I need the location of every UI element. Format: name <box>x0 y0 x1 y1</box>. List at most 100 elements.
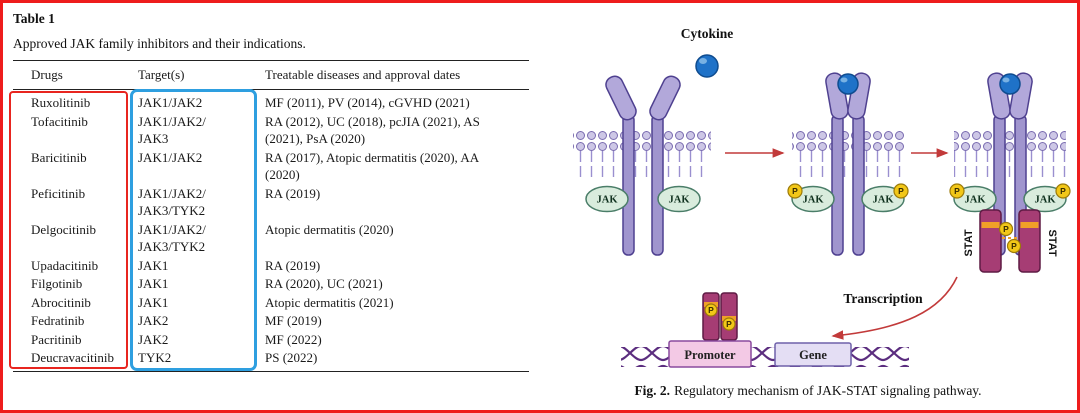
targets-cell: JAK1/JAK2/ JAK3 <box>138 113 206 147</box>
svg-text:JAK: JAK <box>803 195 825 206</box>
receptor-stalk <box>1014 114 1027 256</box>
diseases-cell: PS (2022) <box>258 349 529 372</box>
receptor-bulb <box>1009 72 1033 120</box>
svg-text:P: P <box>954 186 960 196</box>
svg-text:Promoter: Promoter <box>684 348 736 362</box>
drug-cell: Fedratinib <box>31 313 85 328</box>
membrane <box>792 131 904 177</box>
phosphate-badge: P <box>722 317 736 331</box>
table-row: Pacritinib JAK2 MF (2022) <box>13 331 529 350</box>
column-header-diseases: Treatable diseases and approval dates <box>258 60 529 90</box>
table-row: Peficitinib JAK1/JAK2/ JAK3/TYK2 RA (201… <box>13 185 529 221</box>
table-row: Delgocitinib JAK1/JAK2/ JAK3/TYK2 Atopic… <box>13 221 529 257</box>
stat-protein <box>979 209 1002 273</box>
receptor-bulb <box>605 75 637 121</box>
stat-protein <box>1018 209 1041 273</box>
phosphate-badge: P <box>998 221 1014 237</box>
jak-protein: JAK <box>657 185 701 213</box>
svg-text:JAK: JAK <box>965 195 987 206</box>
jak-protein: JAK <box>861 185 905 213</box>
drug-cell: Abrocitinib <box>31 294 91 310</box>
jak-protein: JAK <box>1023 185 1067 213</box>
drug-cell: Deucravacitinib <box>13 349 131 372</box>
column-header-drugs: Drugs <box>13 60 131 90</box>
receptor-bulb <box>649 75 681 121</box>
drug-cell: Ruxolitinib <box>31 95 91 110</box>
table-row: Ruxolitinib JAK1/JAK2 MF (2011), PV (201… <box>13 90 529 113</box>
phosphate-badge: P <box>704 303 718 317</box>
membrane <box>954 131 1066 177</box>
targets-cell: JAK2 <box>138 331 169 347</box>
svg-text:P: P <box>898 186 904 196</box>
phosphate-badge: P <box>1006 238 1022 254</box>
drug-cell: Upadacitinib <box>31 257 99 273</box>
stat-label: STAT <box>1046 229 1058 256</box>
svg-text:JAK: JAK <box>1035 195 1057 206</box>
diseases-cell: MF (2019) <box>265 313 322 328</box>
promoter-box: Promoter <box>668 340 752 368</box>
targets-cell: JAK1/JAK2/ JAK3/TYK2 <box>138 185 206 219</box>
membrane <box>573 131 711 177</box>
transcription-arrow <box>831 276 958 340</box>
jak-protein: JAK <box>585 185 629 213</box>
diseases-cell: RA (2020), UC (2021) <box>265 276 383 291</box>
diseases-cell: MF (2011), PV (2014), cGVHD (2021) <box>265 95 470 110</box>
column-header-targets: Target(s) <box>131 60 258 90</box>
targets-cell: JAK1/JAK2/ JAK3/TYK2 <box>138 221 206 255</box>
receptor-stalk <box>831 114 844 256</box>
cytokine-label: Cytokine <box>681 26 734 41</box>
diseases-cell: Atopic dermatitis (2021) <box>265 294 394 310</box>
receptor-bulb <box>987 72 1011 120</box>
figure-caption-label: Fig. 2. <box>634 383 671 398</box>
table-row: Deucravacitinib TYK2 PS (2022) <box>13 349 529 372</box>
targets-cell: JAK1/JAK2 <box>138 149 203 165</box>
table-row: Abrocitinib JAK1 Atopic dermatitis (2021… <box>13 294 529 313</box>
targets-cell: TYK2 <box>131 349 258 372</box>
svg-text:P: P <box>1003 224 1009 234</box>
receptor-complex-inactive: JAK JAK <box>573 75 711 256</box>
diseases-cell: RA (2012), UC (2018), pcJIA (2021), AS (… <box>265 113 480 147</box>
drug-cell: Peficitinib <box>31 185 86 201</box>
receptor-stalk <box>622 114 635 256</box>
table-row: Fedratinib JAK2 MF (2019) <box>13 312 529 331</box>
cytokine-ball-free <box>695 54 719 78</box>
table-1-block: Table 1 Approved JAK family inhibitors a… <box>13 11 529 372</box>
targets-cell: JAK1 <box>138 294 169 310</box>
table-row: Upadacitinib JAK1 RA (2019) <box>13 257 529 276</box>
drug-cell: Delgocitinib <box>31 221 96 237</box>
drug-cell: Tofacitinib <box>31 113 88 129</box>
gene-box: Gene <box>774 342 852 367</box>
figure-caption: Fig. 2.Regulatory mechanism of JAK-STAT … <box>548 383 1068 399</box>
svg-text:JAK: JAK <box>873 195 895 206</box>
diseases-cell: RA (2019) <box>265 257 321 273</box>
svg-text:P: P <box>726 319 732 329</box>
svg-text:P: P <box>1011 241 1017 251</box>
jak-protein: JAK <box>791 185 835 213</box>
targets-cell: JAK2 <box>138 313 169 328</box>
receptor-complex-stat: JAK JAK P P <box>949 72 1071 273</box>
drug-cell: Pacritinib <box>31 331 82 347</box>
targets-cell: JAK1/JAK2 <box>138 95 203 110</box>
table-title: Table 1 <box>13 11 55 26</box>
svg-text:JAK: JAK <box>597 195 619 206</box>
cytokine-ball-bound <box>837 73 859 95</box>
table-row: Tofacitinib JAK1/JAK2/ JAK3 RA (2012), U… <box>13 113 529 149</box>
svg-text:JAK: JAK <box>669 195 691 206</box>
table-caption: Approved JAK family inhibitors and their… <box>13 36 306 51</box>
jak-inhibitors-table: Drugs Target(s) Treatable diseases and a… <box>13 60 529 372</box>
stat-label: STAT <box>963 229 975 256</box>
drug-cell: Baricitinib <box>31 149 87 165</box>
svg-text:P: P <box>708 305 714 315</box>
diseases-cell: RA (2017), Atopic dermatitis (2020), AA … <box>265 149 480 183</box>
receptor-stalk <box>993 114 1006 256</box>
transcription-label: Transcription <box>843 291 923 306</box>
table-row: Filgotinib JAK1 RA (2020), UC (2021) <box>13 275 529 294</box>
dna-helix <box>621 347 909 367</box>
figure-caption-text: Regulatory mechanism of JAK-STAT signali… <box>674 383 982 398</box>
cytokine-ball-bound <box>999 73 1021 95</box>
receptor-bulb <box>825 72 849 120</box>
receptor-stalk <box>852 114 865 256</box>
svg-text:Gene: Gene <box>799 348 827 362</box>
jak-protein: JAK <box>953 185 997 213</box>
